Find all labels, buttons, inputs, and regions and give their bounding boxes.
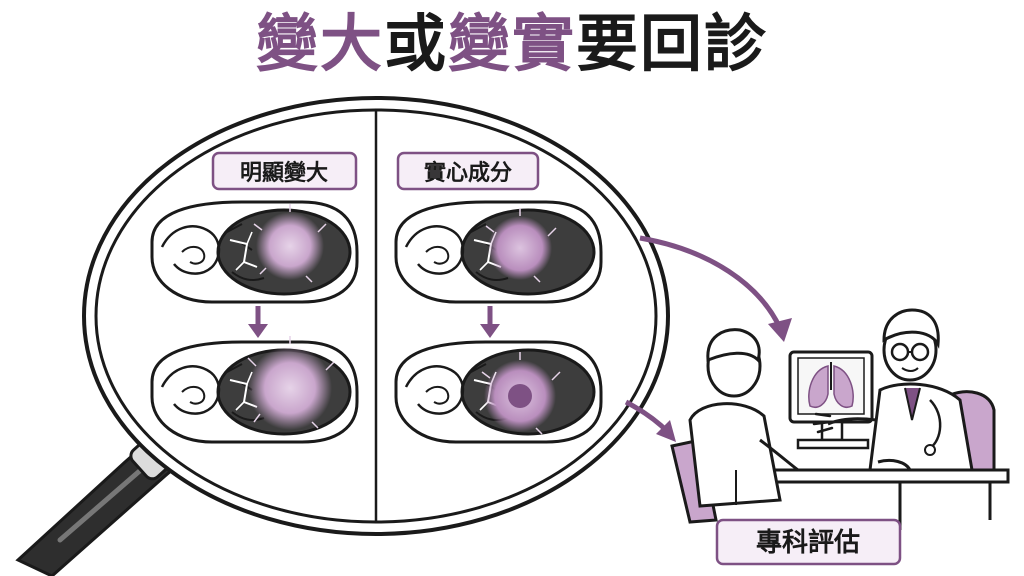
ct-scan-icon [394,340,603,444]
curved-arrow-icon [624,235,792,442]
monitor-lungs-icon [788,350,874,450]
label-right-panel: 實心成分 [396,151,540,191]
consult-label-box: 專科評估 [715,518,902,566]
down-arrow-icon [480,306,500,338]
label-left-panel: 明顯變大 [211,151,358,191]
consultation-scene [670,308,1010,530]
doctor-icon [812,308,974,472]
ct-scan-icon [150,336,359,444]
title-solid: 變實 [448,7,577,80]
right-panel-label: 實心成分 [424,160,512,186]
left-panel-label: 明顯變大 [240,160,328,186]
down-arrow-icon [248,306,268,338]
title-or: 或 [383,7,448,80]
title-enlarge: 變大 [255,7,384,80]
title-return-visit: 要回診 [576,7,769,80]
ct-scan-icon [150,200,359,304]
patient-icon [688,328,799,508]
ct-scan-icon [394,200,603,304]
page-title: 變大或變實要回診 [0,4,1024,84]
consult-label: 專科評估 [756,527,860,558]
